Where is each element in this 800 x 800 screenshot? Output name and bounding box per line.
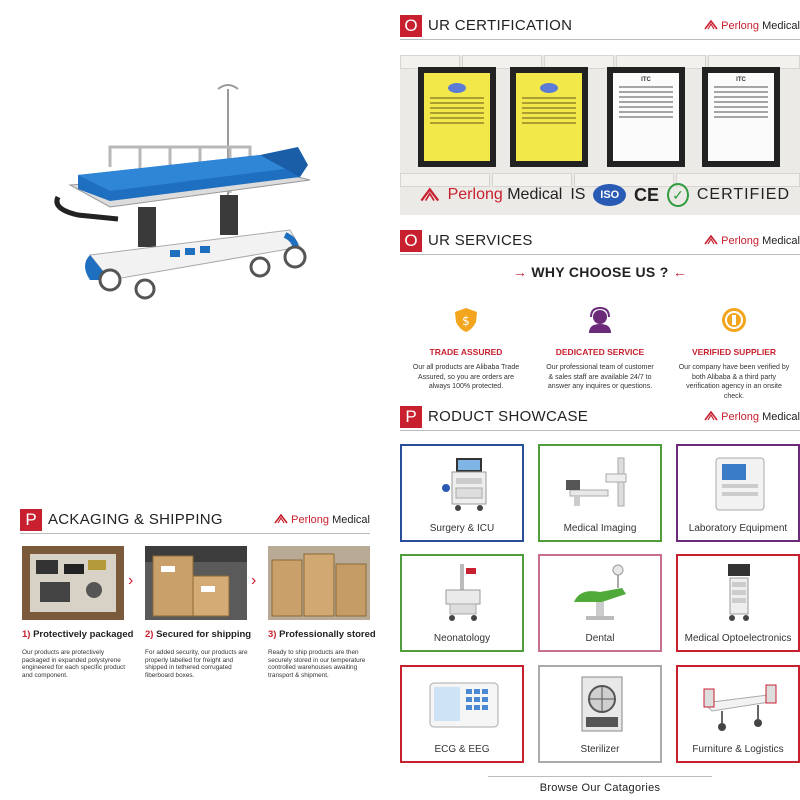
category-label: Sterilizer <box>580 744 620 755</box>
category-surgery-icu[interactable]: Surgery & ICU <box>400 444 524 542</box>
category-medical-imaging[interactable]: Medical Imaging <box>538 444 662 542</box>
service-desc: Our company have been verified by both A… <box>678 364 790 400</box>
stretcher-product-image <box>54 84 311 300</box>
certification-statement: Perlong Medical IS ISO CE ✓ CERTIFIED <box>420 180 790 210</box>
brand-name-red: Perlong <box>721 411 760 423</box>
packaging-step-title: 2) Secured for shipping <box>145 629 252 640</box>
verified-badge-icon <box>722 308 746 332</box>
xray-machine-icon <box>566 457 627 507</box>
shield-dollar-icon: $ <box>455 308 477 332</box>
brand-name-dark: Medical <box>332 514 370 526</box>
perlong-logo: Perlong Medical <box>704 411 800 423</box>
warehouse-storage-image <box>268 546 370 620</box>
hematology-analyzer-icon <box>715 457 765 511</box>
section-title: RODUCT SHOWCASE <box>428 408 589 425</box>
packaging-step-title: 1) Protectively packaged <box>22 629 134 640</box>
perlong-logo-icon <box>704 411 718 421</box>
section-initial: P <box>20 509 42 531</box>
category-label: Surgery & ICU <box>429 523 495 534</box>
service-desc: Our all products are Alibaba Trade Assur… <box>412 364 520 390</box>
arrow-left-icon: ← <box>672 264 688 280</box>
brand-name-dark: Medical <box>762 20 800 32</box>
ecg-machine-icon <box>429 682 499 728</box>
arrow-right-icon: → <box>512 264 528 280</box>
perlong-logo: Perlong Medical <box>704 235 800 247</box>
category-label: Laboratory Equipment <box>688 523 788 534</box>
shipping-boxes-image <box>145 546 247 620</box>
category-label: Medical Optoelectronics <box>684 633 792 644</box>
packaging-step-desc: Our products are protectively packaged i… <box>22 649 126 679</box>
hospital-bed-icon <box>702 684 778 731</box>
brand-name-dark: Medical <box>762 235 800 247</box>
perlong-logo: Perlong Medical <box>704 20 800 32</box>
service-desc: Our professional team of customer & sale… <box>546 364 654 390</box>
section-title: UR CERTIFICATION <box>428 17 573 34</box>
iso-badge-icon: ISO <box>593 184 626 206</box>
certificate-frame <box>510 67 588 167</box>
packaging-step-title: 3) Professionally stored <box>268 629 376 640</box>
section-initial: O <box>400 230 422 252</box>
packaging-foam-image <box>22 546 124 620</box>
brand-name-red: Perlong <box>291 514 330 526</box>
chevron-right-icon: › <box>251 572 257 589</box>
service-name: DEDICATED SERVICE <box>555 347 645 357</box>
category-sterilizer[interactable]: Sterilizer <box>538 665 662 763</box>
perlong-logo-icon <box>704 235 718 245</box>
brand-name-red: Perlong <box>721 235 760 247</box>
svg-text:$: $ <box>462 314 470 328</box>
chevron-right-icon: › <box>128 572 134 589</box>
certified-text: CERTIFIED <box>696 186 790 203</box>
category-ecg-eeg[interactable]: ECG & EEG <box>400 665 524 763</box>
certification-wall: ITC ITC Perlong Medical IS ISO CE ✓ CERT… <box>400 55 800 215</box>
services-section-header: O UR SERVICES Perlong Medical <box>400 229 800 255</box>
packaging-step-desc: For added security, our products are pro… <box>145 649 248 679</box>
section-title: UR SERVICES <box>428 232 533 249</box>
headset-agent-icon <box>589 306 611 333</box>
brand-name-red: Perlong <box>447 186 503 203</box>
anesthesia-machine-icon <box>442 458 487 511</box>
why-choose-us-heading: → WHY CHOOSE US ? ← <box>512 264 688 280</box>
perlong-logo-icon <box>704 20 718 30</box>
brand-name-dark: Medical <box>507 186 563 203</box>
category-neonatology[interactable]: Neonatology <box>400 554 524 652</box>
section-initial: P <box>400 406 422 428</box>
service-verified-supplier: VERIFIED SUPPLIER Our company have been … <box>670 306 798 401</box>
ce-mark-icon: CE <box>634 184 660 205</box>
category-label: Dental <box>585 633 615 644</box>
service-trade-assured: $ TRADE ASSURED Our all products are Ali… <box>402 306 530 392</box>
certification-section-header: O UR CERTIFICATION Perlong Medical <box>400 14 800 40</box>
rohs-check-icon: ✓ <box>667 183 689 207</box>
brand-name-red: Perlong <box>721 20 760 32</box>
perlong-logo-icon <box>274 514 288 524</box>
showcase-section-header: P RODUCT SHOWCASE Perlong Medical <box>400 405 800 431</box>
category-laboratory-equipment[interactable]: Laboratory Equipment <box>676 444 800 542</box>
browse-categories-link[interactable]: Browse Our Catagories <box>488 776 712 800</box>
autoclave-icon <box>581 676 623 732</box>
certificate-frame: ITC <box>607 67 685 167</box>
section-title: ACKAGING & SHIPPING <box>48 511 223 528</box>
dental-chair-icon <box>574 564 626 620</box>
certificate-frame: ITC <box>702 67 780 167</box>
category-medical-optoelectronics[interactable]: Medical Optoelectronics <box>676 554 800 652</box>
is-text: IS <box>570 186 586 203</box>
packaging-section-header: P ACKAGING & SHIPPING Perlong Medical <box>20 508 370 534</box>
service-name: VERIFIED SUPPLIER <box>691 347 777 357</box>
category-label: Medical Imaging <box>563 523 637 534</box>
category-furniture-logistics[interactable]: Furniture & Logistics <box>676 665 800 763</box>
category-label: ECG & EEG <box>434 744 490 755</box>
infant-incubator-icon <box>445 564 481 621</box>
category-label: Furniture & Logistics <box>692 744 784 755</box>
perlong-logo-icon <box>420 187 440 202</box>
packaging-step-desc: Ready to ship products are then securely… <box>268 649 366 679</box>
endoscopy-tower-icon <box>728 564 750 621</box>
service-name: TRADE ASSURED <box>429 347 503 357</box>
category-label: Neonatology <box>433 633 491 644</box>
section-initial: O <box>400 15 422 37</box>
perlong-logo: Perlong Medical <box>274 514 370 526</box>
category-dental[interactable]: Dental <box>538 554 662 652</box>
service-dedicated-service: DEDICATED SERVICE Our professional team … <box>536 306 664 392</box>
certificate-frame <box>418 67 496 167</box>
brand-name-dark: Medical <box>762 411 800 423</box>
